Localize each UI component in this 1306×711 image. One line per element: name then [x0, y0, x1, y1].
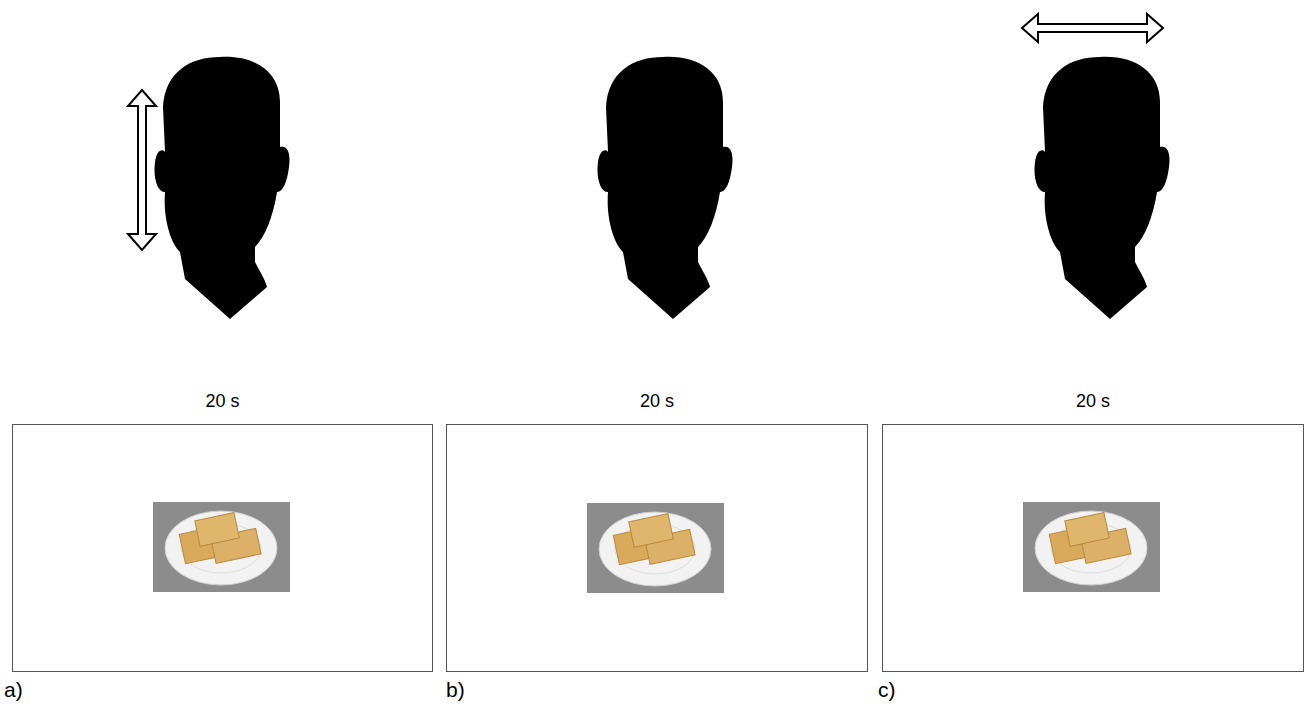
screen-frame: 20 s: [882, 390, 1304, 672]
duration-label: 20 s: [12, 390, 433, 412]
horizontal-arrow: [1022, 14, 1163, 42]
screen-border: [882, 424, 1304, 672]
food-photo: [153, 502, 1160, 593]
head-silhouette: [154, 57, 1169, 319]
screen-frame: 20 s: [12, 390, 433, 672]
screen-frame: 20 s: [446, 390, 868, 672]
screen-border: [12, 424, 433, 672]
duration-label: 20 s: [446, 390, 868, 412]
vertical-arrow: [128, 90, 156, 250]
duration-label: 20 s: [882, 390, 1304, 412]
panel-letter: b): [446, 678, 465, 702]
panel-letter: c): [878, 678, 896, 702]
screen-border: [446, 424, 868, 672]
panel-letter: a): [4, 678, 23, 702]
